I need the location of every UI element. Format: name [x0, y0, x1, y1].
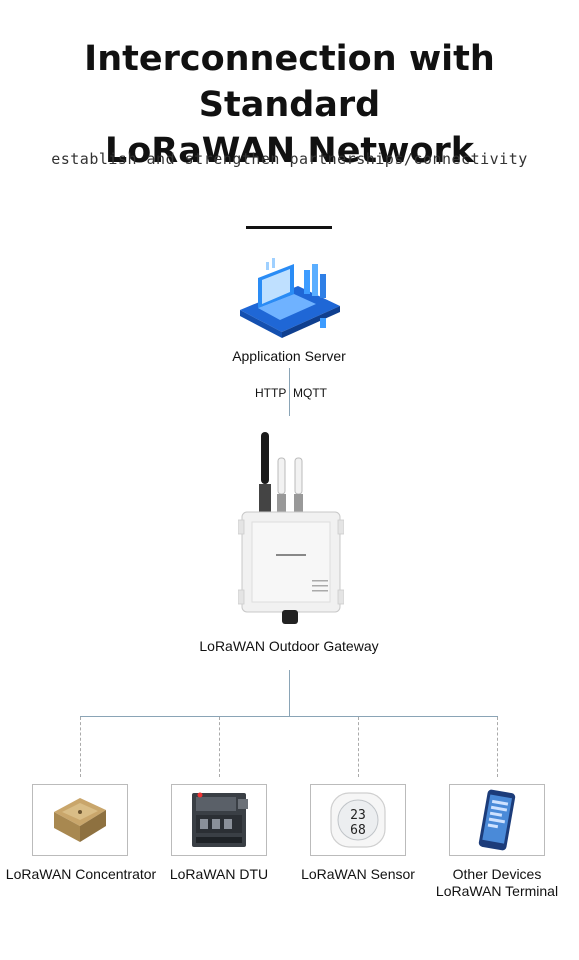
device-card-dtu [171, 784, 267, 856]
device-card-concentrator [32, 784, 128, 856]
device-label-sensor: LoRaWAN Sensor [301, 866, 415, 882]
title-divider [246, 226, 332, 229]
protocol-separator [289, 368, 290, 416]
device-label-other-line-1: Other Devices [452, 866, 542, 882]
device-label-concentrator: LoRaWAN Concentrator [5, 866, 157, 882]
device-card-sensor: 23 68 [310, 784, 406, 856]
outdoor-gateway-illustration [238, 430, 344, 626]
protocol-mqtt: MQTT [293, 386, 327, 400]
title-line-2: LoRaWAN Network [104, 131, 475, 171]
gateway-device-icon [238, 432, 344, 624]
sensor-temp-readout: 23 [350, 808, 366, 823]
application-server-illustration [236, 258, 342, 340]
page-title: Interconnection with Standard LoRaWAN Ne… [0, 36, 579, 174]
gateway-trunk-line [289, 670, 290, 716]
smartphone-icon [478, 789, 516, 851]
device-drop-line-1 [80, 717, 81, 777]
temperature-humidity-sensor-icon: 23 68 [330, 792, 386, 848]
device-drop-line-3 [358, 717, 359, 777]
device-card-other [449, 784, 545, 856]
concentrator-module-icon [54, 798, 106, 842]
laptop-server-icon [240, 258, 340, 338]
device-label-dtu: LoRaWAN DTU [169, 866, 269, 882]
device-label-other-line-2: LoRaWAN Terminal [435, 883, 559, 899]
device-label-other: Other Devices LoRaWAN Terminal [426, 866, 568, 900]
page-subtitle: establish and strengthen partnerships/co… [51, 150, 528, 168]
protocol-http: HTTP [255, 386, 287, 400]
application-server-label: Application Server [232, 348, 346, 364]
dtu-device-icon [192, 792, 248, 847]
title-line-1: Interconnection with Standard [84, 39, 495, 125]
outdoor-gateway-label: LoRaWAN Outdoor Gateway [199, 638, 379, 654]
device-drop-line-4 [497, 717, 498, 777]
sensor-humidity-readout: 68 [350, 823, 366, 838]
device-bus-line [80, 716, 498, 717]
device-drop-line-2 [219, 717, 220, 777]
